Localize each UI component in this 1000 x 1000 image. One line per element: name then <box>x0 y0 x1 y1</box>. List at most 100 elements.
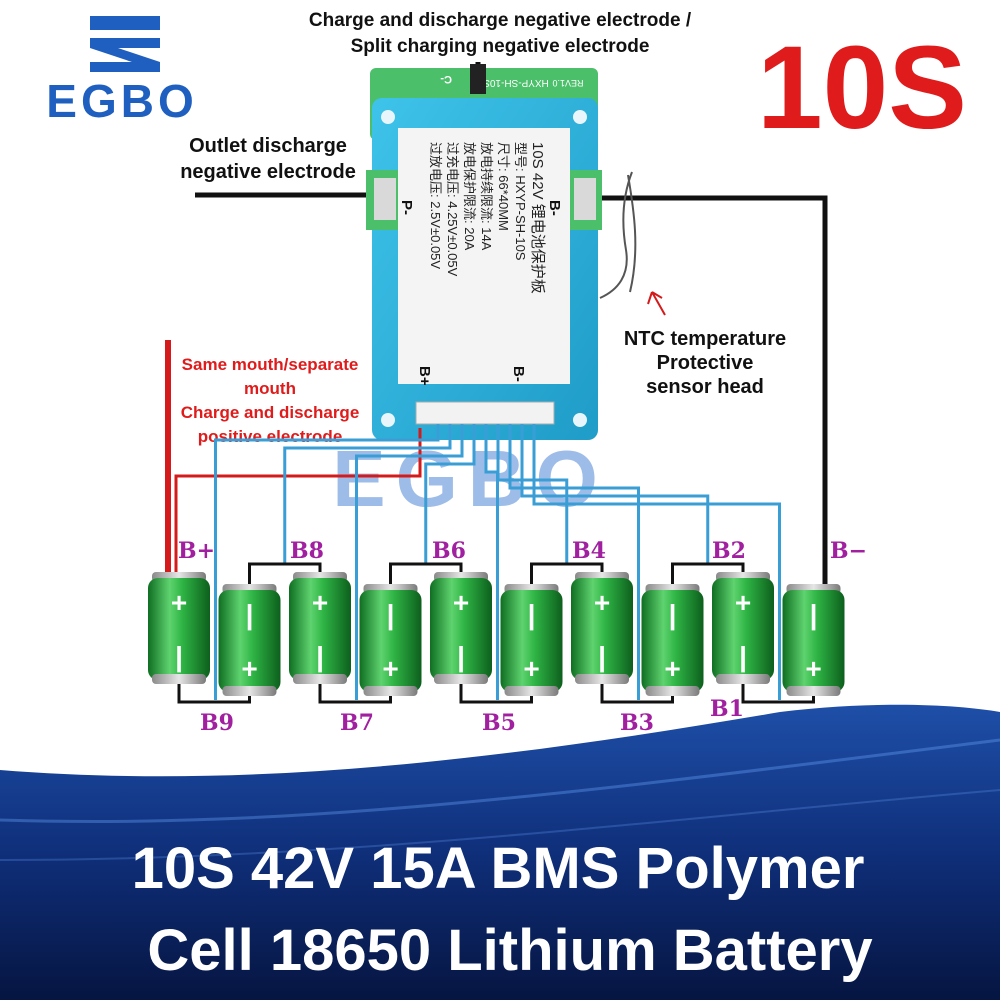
mount-hole-tl <box>381 110 395 124</box>
bms-board: C- HXYP-SH-10S REV1.0 10S 42V 锂电池保护板 型号:… <box>366 64 602 440</box>
cell-body <box>712 578 774 680</box>
cell-bottom-polarity: | <box>316 641 324 672</box>
cell-top-polarity: + <box>735 587 751 618</box>
cell-bottom-polarity: + <box>241 653 257 684</box>
spec-line-4: 放电持续限流: 14A <box>479 142 494 251</box>
product-title-line1: 10S 42V 15A BMS Polymer <box>132 836 865 901</box>
cell-top-polarity: | <box>810 599 818 630</box>
battery-cell: |+ <box>218 584 281 696</box>
tap-label-top: B6 <box>432 538 466 564</box>
balance-wire <box>283 424 452 564</box>
logo-mark-top <box>90 16 160 30</box>
annotation-top-line2: Split charging negative electrode <box>351 36 650 57</box>
balance-wires <box>214 424 781 700</box>
cell-top-polarity: | <box>669 599 677 630</box>
cell-bottom-polarity: + <box>523 653 539 684</box>
spec-label <box>398 128 570 384</box>
logo-mark-chevron <box>90 38 160 72</box>
annotation-ntc-line1: NTC temperature <box>624 328 786 350</box>
series-link-top <box>671 562 745 590</box>
tap-label-top: B2 <box>712 538 746 564</box>
spec-line-6: 过充电压: 4.25V±0.05V <box>445 142 460 277</box>
tap-label-bottom: B7 <box>340 710 374 736</box>
tap-label-top: B8 <box>290 538 324 564</box>
balance-wire <box>508 424 640 700</box>
battery-cell: +| <box>148 572 210 684</box>
c-minus-pad <box>470 64 486 94</box>
battery-cell: +| <box>430 572 492 684</box>
cell-body <box>359 590 422 692</box>
balance-wire <box>520 424 710 564</box>
annotation-positive-line1: Same mouth/separate <box>182 355 359 374</box>
cell-body <box>782 590 845 692</box>
cell-bottom-polarity: | <box>175 641 183 672</box>
spec-line-3: 尺寸: 66*40MM <box>496 142 511 231</box>
cell-bottom-cap <box>293 674 347 684</box>
annotation-outlet-line1: Outlet discharge <box>189 135 347 157</box>
series-link-top <box>530 562 604 590</box>
annotation-outlet-line2: negative electrode <box>180 161 356 183</box>
balance-wire <box>532 424 781 700</box>
b-minus-wire <box>580 195 828 588</box>
battery-cell: +| <box>289 572 351 684</box>
annotation-top-line1: Charge and discharge negative electrode … <box>309 10 692 31</box>
spec-line-7: 过放电压: 2.5V±0.05V <box>428 142 443 269</box>
pcb-mark-c-minus: C- <box>440 73 452 85</box>
tap-label-bottom: B3 <box>620 710 654 736</box>
cell-bottom-polarity: + <box>382 653 398 684</box>
annotation-positive-line4: positive electrode <box>198 427 343 446</box>
tap-label-top: B− <box>830 538 867 564</box>
cell-count-badge: 10S <box>757 22 967 154</box>
tap-label-bottom: B5 <box>482 710 516 736</box>
battery-cell: +| <box>712 572 774 684</box>
mount-hole-tr <box>573 110 587 124</box>
cell-bottom-polarity: | <box>457 641 465 672</box>
pcb-model-silk: HXYP-SH-10S <box>483 77 549 88</box>
tap-label-bottom: B9 <box>200 710 234 736</box>
annotation-positive-line3: Charge and discharge <box>181 403 360 422</box>
battery-cell: +| <box>571 572 633 684</box>
cell-bottom-cap <box>575 674 629 684</box>
series-link-top <box>248 562 322 590</box>
annotation-positive-line2: mouth <box>244 379 296 398</box>
balance-connector <box>415 401 555 425</box>
cell-bottom-polarity: + <box>664 653 680 684</box>
pcb-rev-silk: REV1.0 <box>552 78 583 88</box>
annotation-ntc-line2: Protective <box>657 352 754 374</box>
cell-body <box>148 578 210 680</box>
battery-cells: +||++||++||++||++||+ <box>148 572 845 696</box>
b-minus-pad <box>574 178 596 220</box>
mount-hole-br <box>573 413 587 427</box>
pad-label-b-minus: B- <box>546 200 563 216</box>
cell-bottom-polarity: | <box>739 641 747 672</box>
series-link-bottom <box>177 680 251 704</box>
battery-cell: |+ <box>359 584 422 696</box>
tap-label-bottom: B1 <box>710 696 744 722</box>
footer-banner: 10S 42V 15A BMS Polymer Cell 18650 Lithi… <box>0 704 1000 1000</box>
tap-label-top: B+ <box>178 538 215 564</box>
cell-body <box>571 578 633 680</box>
battery-cell: |+ <box>500 584 563 696</box>
balance-wire <box>496 424 569 564</box>
logo-text: EGBO <box>46 75 197 127</box>
p-minus-pad <box>374 178 396 220</box>
cell-body <box>500 590 563 692</box>
cell-top-polarity: + <box>594 587 610 618</box>
product-title-line2: Cell 18650 Lithium Battery <box>147 918 872 983</box>
pad-label-b-minus-lower: B- <box>510 366 527 382</box>
ntc-sensor-wire <box>599 171 637 299</box>
spec-line-5: 放电保护限流: 20A <box>462 142 477 251</box>
cell-top-polarity: | <box>246 599 254 630</box>
annotation-ntc-line3: sensor head <box>646 376 764 398</box>
balance-wire <box>214 424 440 700</box>
cell-links <box>177 562 815 704</box>
cell-bottom-cap <box>504 686 559 696</box>
series-link-top <box>389 562 463 590</box>
cell-body <box>641 590 704 692</box>
cell-top-polarity: + <box>171 587 187 618</box>
footer-streak <box>0 738 1000 824</box>
cell-bottom-cap <box>645 686 700 696</box>
cell-bottom-cap <box>222 686 277 696</box>
